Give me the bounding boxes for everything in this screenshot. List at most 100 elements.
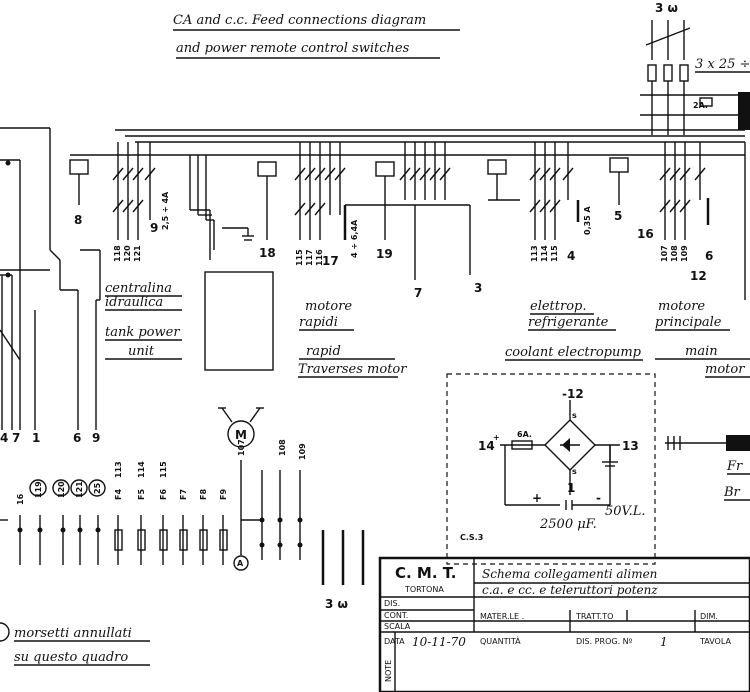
brake-fr: Fr: [726, 459, 743, 474]
tb-quantita: QUANTITÀ: [480, 635, 521, 646]
rapid-italian-1: motore: [305, 299, 352, 314]
contactor-group-16: [609, 142, 746, 300]
rect-voltage: 50V.L.: [605, 504, 646, 519]
tb-scala: SCALA: [384, 622, 411, 631]
rect-plus-sign: +: [493, 433, 500, 442]
brake-br: Br: [723, 485, 741, 500]
title-block: [378, 556, 750, 692]
rect-s-bottom: s: [572, 467, 577, 476]
supply-phase-label: 3 ω: [655, 1, 678, 15]
tb-company: C. M. T.: [395, 564, 456, 582]
left-num-4: 4: [0, 431, 8, 445]
rapid-english-1: rapid: [306, 344, 341, 359]
tb-mater: MATER.LE .: [480, 612, 524, 621]
circle-120: [52, 479, 70, 497]
rectifier-box: [446, 373, 656, 565]
node-3: 3: [474, 281, 482, 295]
term-119: 119: [34, 481, 43, 498]
contactor-group-19: [345, 142, 471, 280]
legend-circle: [0, 622, 10, 642]
tb-dis-prog: DIS. PROG. Nº: [576, 637, 633, 646]
bus-lines: [0, 127, 745, 271]
term-25: 25: [93, 482, 102, 494]
terminal-phase: 3 ω: [325, 597, 348, 611]
wire-121: 121: [133, 245, 142, 262]
tb-desc2: c.a. e cc. e teleruttori potenz: [482, 583, 658, 597]
left-num-7: 7: [12, 431, 20, 445]
left-schematic: [0, 159, 101, 430]
left-num-6: 6: [73, 431, 81, 445]
rapid-english-2: Traverses motor: [298, 362, 407, 377]
circle-119: [29, 479, 47, 497]
wire-115: 115: [295, 249, 304, 266]
circle-121: [70, 479, 88, 497]
cap-minus: -: [596, 491, 601, 505]
contactor-group-4: [487, 142, 580, 240]
rect-s-top: s: [572, 411, 577, 420]
tb-desc1: Schema collegamenti alimen: [482, 567, 657, 581]
node-18: 18: [259, 246, 276, 260]
main-switch: [640, 20, 750, 135]
node-16: 16: [637, 227, 654, 241]
rect-cs: C.S.3: [460, 533, 483, 542]
hydraulic-label-2: idraulica: [105, 295, 163, 310]
wire-109: 109: [680, 245, 689, 262]
coolant-italian-2: refrigerante: [528, 315, 609, 330]
main-english-2: motor: [705, 362, 745, 377]
fuse-rating-1: 2,5 ÷ 4A: [161, 191, 170, 230]
motor-label: M: [235, 428, 247, 442]
fuse-rating-3: 0,35 A: [583, 205, 592, 235]
term-F5: F5: [137, 489, 146, 500]
circle-25: [88, 479, 106, 497]
node-17: 17: [322, 254, 339, 268]
term-F6: F6: [159, 489, 168, 500]
rect-minus: -12: [562, 387, 584, 401]
node-19: 19: [376, 247, 393, 261]
term-107: 107: [237, 439, 246, 456]
main-italian-1: motore: [658, 299, 705, 314]
node-6: 6: [705, 249, 713, 263]
term-113: 113: [114, 461, 123, 478]
wire-120: 120: [123, 245, 132, 262]
contactor-group-8: [69, 142, 156, 240]
tb-dis: DIS.: [384, 599, 400, 608]
coolant-italian-1: elettrop.: [530, 299, 587, 314]
tb-tratt: TRATT.TO: [575, 612, 613, 621]
cap-plus: +: [532, 491, 542, 505]
term-F4: F4: [114, 489, 123, 500]
wire-118: 118: [113, 245, 122, 262]
contactor-group-18: [257, 142, 347, 240]
tb-tavola: TAVOLA: [699, 637, 731, 646]
term-109: 109: [298, 443, 307, 460]
tb-dis-prog-val: 1: [660, 635, 668, 649]
tb-date: 10-11-70: [412, 635, 466, 649]
hydraulic-label-1: centralina: [105, 281, 172, 296]
term-108: 108: [278, 439, 287, 456]
brake-symbol: [665, 435, 750, 451]
tb-cont: CONT.: [384, 611, 408, 620]
wire-108: 108: [670, 245, 679, 262]
terminal-strip: [0, 460, 365, 585]
node-8: 8: [74, 213, 82, 227]
rapid-italian-2: rapidi: [299, 315, 338, 330]
node-5: 5: [614, 209, 622, 223]
main-italian-2: principale: [655, 315, 722, 330]
node-4: 4: [567, 249, 575, 263]
legend-line1: morsetti annullati: [14, 626, 132, 641]
left-num-9: 9: [92, 431, 100, 445]
tb-note: NOTE: [384, 660, 393, 682]
fuse-rating-2: 4 ÷ 6,4A: [350, 219, 359, 258]
hydraulic-english-1: tank power: [105, 325, 180, 340]
rectifier-circuit: [500, 400, 620, 510]
term-16: 16: [16, 493, 25, 505]
rect-fuse: 6A.: [517, 430, 532, 439]
term-F9: F9: [219, 489, 228, 500]
term-F7: F7: [179, 489, 188, 500]
motor-symbol: [218, 407, 264, 448]
supply-cable-label: 3 x 25 ÷: [695, 57, 750, 72]
wire-117: 117: [305, 249, 314, 266]
node-12: 12: [690, 269, 707, 283]
wire-113: 113: [530, 245, 539, 262]
term-F8: F8: [199, 489, 208, 500]
hydraulic-unit-box: [204, 271, 274, 371]
